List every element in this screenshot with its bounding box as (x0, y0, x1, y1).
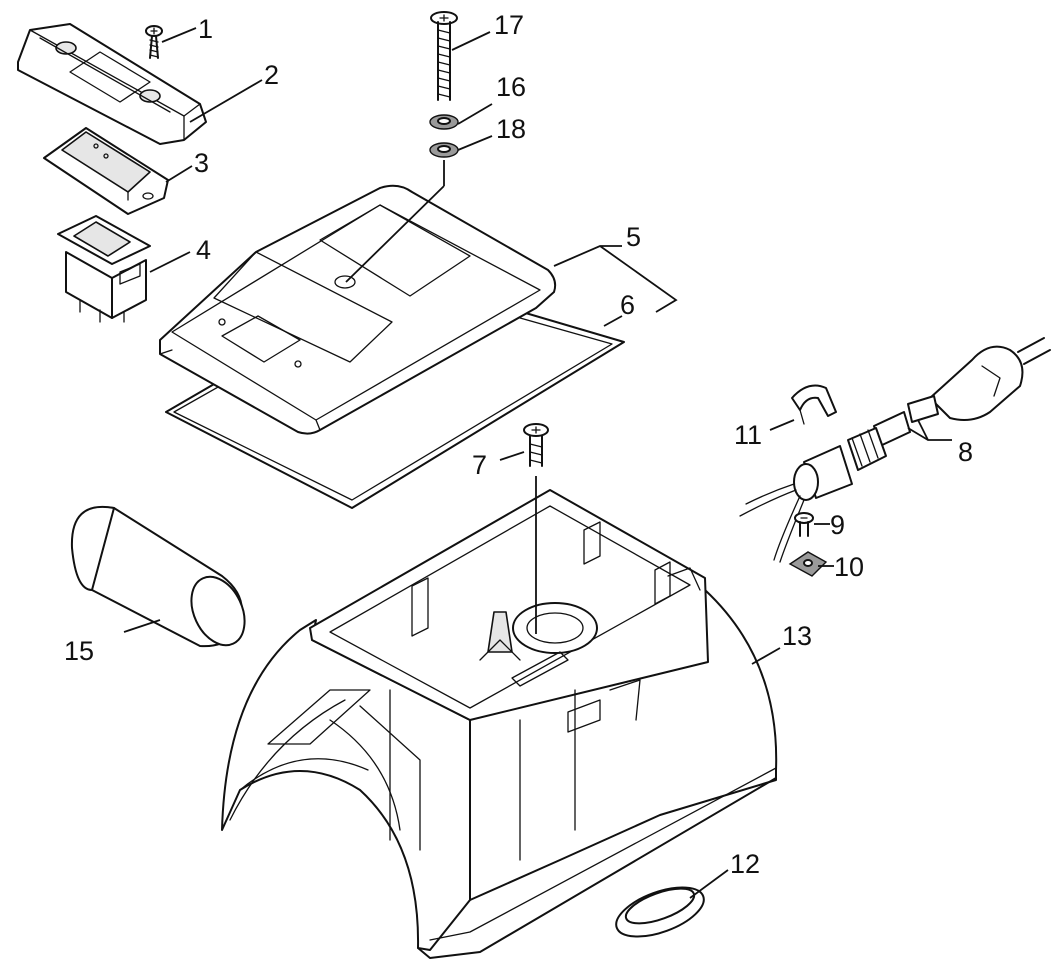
part-4-rocker-switch (57, 215, 151, 323)
callout-1: 1 (198, 14, 213, 44)
callout-13: 13 (782, 621, 812, 651)
part-16-washer (429, 114, 459, 130)
part-15-capacitor (70, 505, 246, 648)
callout-17: 17 (494, 10, 524, 40)
part-1-screw (145, 25, 163, 59)
callout-6: 6 (620, 290, 635, 320)
part-9-screw (794, 512, 814, 537)
part-11-cable-clamp (791, 384, 837, 425)
callout-7: 7 (472, 450, 487, 480)
callout-16: 16 (496, 72, 526, 102)
part-13-housing (221, 489, 778, 959)
part-3-switch-plate (43, 127, 169, 215)
callout-9: 9 (830, 510, 845, 540)
callout-18: 18 (496, 114, 526, 144)
part-8-power-cord (739, 337, 1051, 563)
callout-15: 15 (64, 636, 94, 666)
leader-lines (123, 27, 952, 899)
callout-5: 5 (626, 222, 641, 252)
part-12-ring-seal (615, 886, 705, 938)
part-18-washer (429, 142, 459, 158)
callout-11: 11 (734, 420, 762, 450)
part-2-switch-cover (17, 23, 207, 145)
callout-10: 10 (834, 552, 864, 582)
callout-labels: 1 2 3 4 5 6 7 8 9 10 11 12 13 15 16 17 1… (64, 10, 973, 879)
assembly-line-17 (345, 160, 445, 283)
part-17-long-screw (430, 11, 458, 101)
callout-12: 12 (730, 849, 760, 879)
part-5-cover (159, 184, 557, 435)
part-10-nut (788, 551, 828, 577)
callout-4: 4 (196, 235, 211, 265)
callout-8: 8 (958, 437, 973, 467)
part-7-screw (523, 423, 549, 467)
callout-2: 2 (264, 60, 279, 90)
callout-3: 3 (194, 148, 209, 178)
